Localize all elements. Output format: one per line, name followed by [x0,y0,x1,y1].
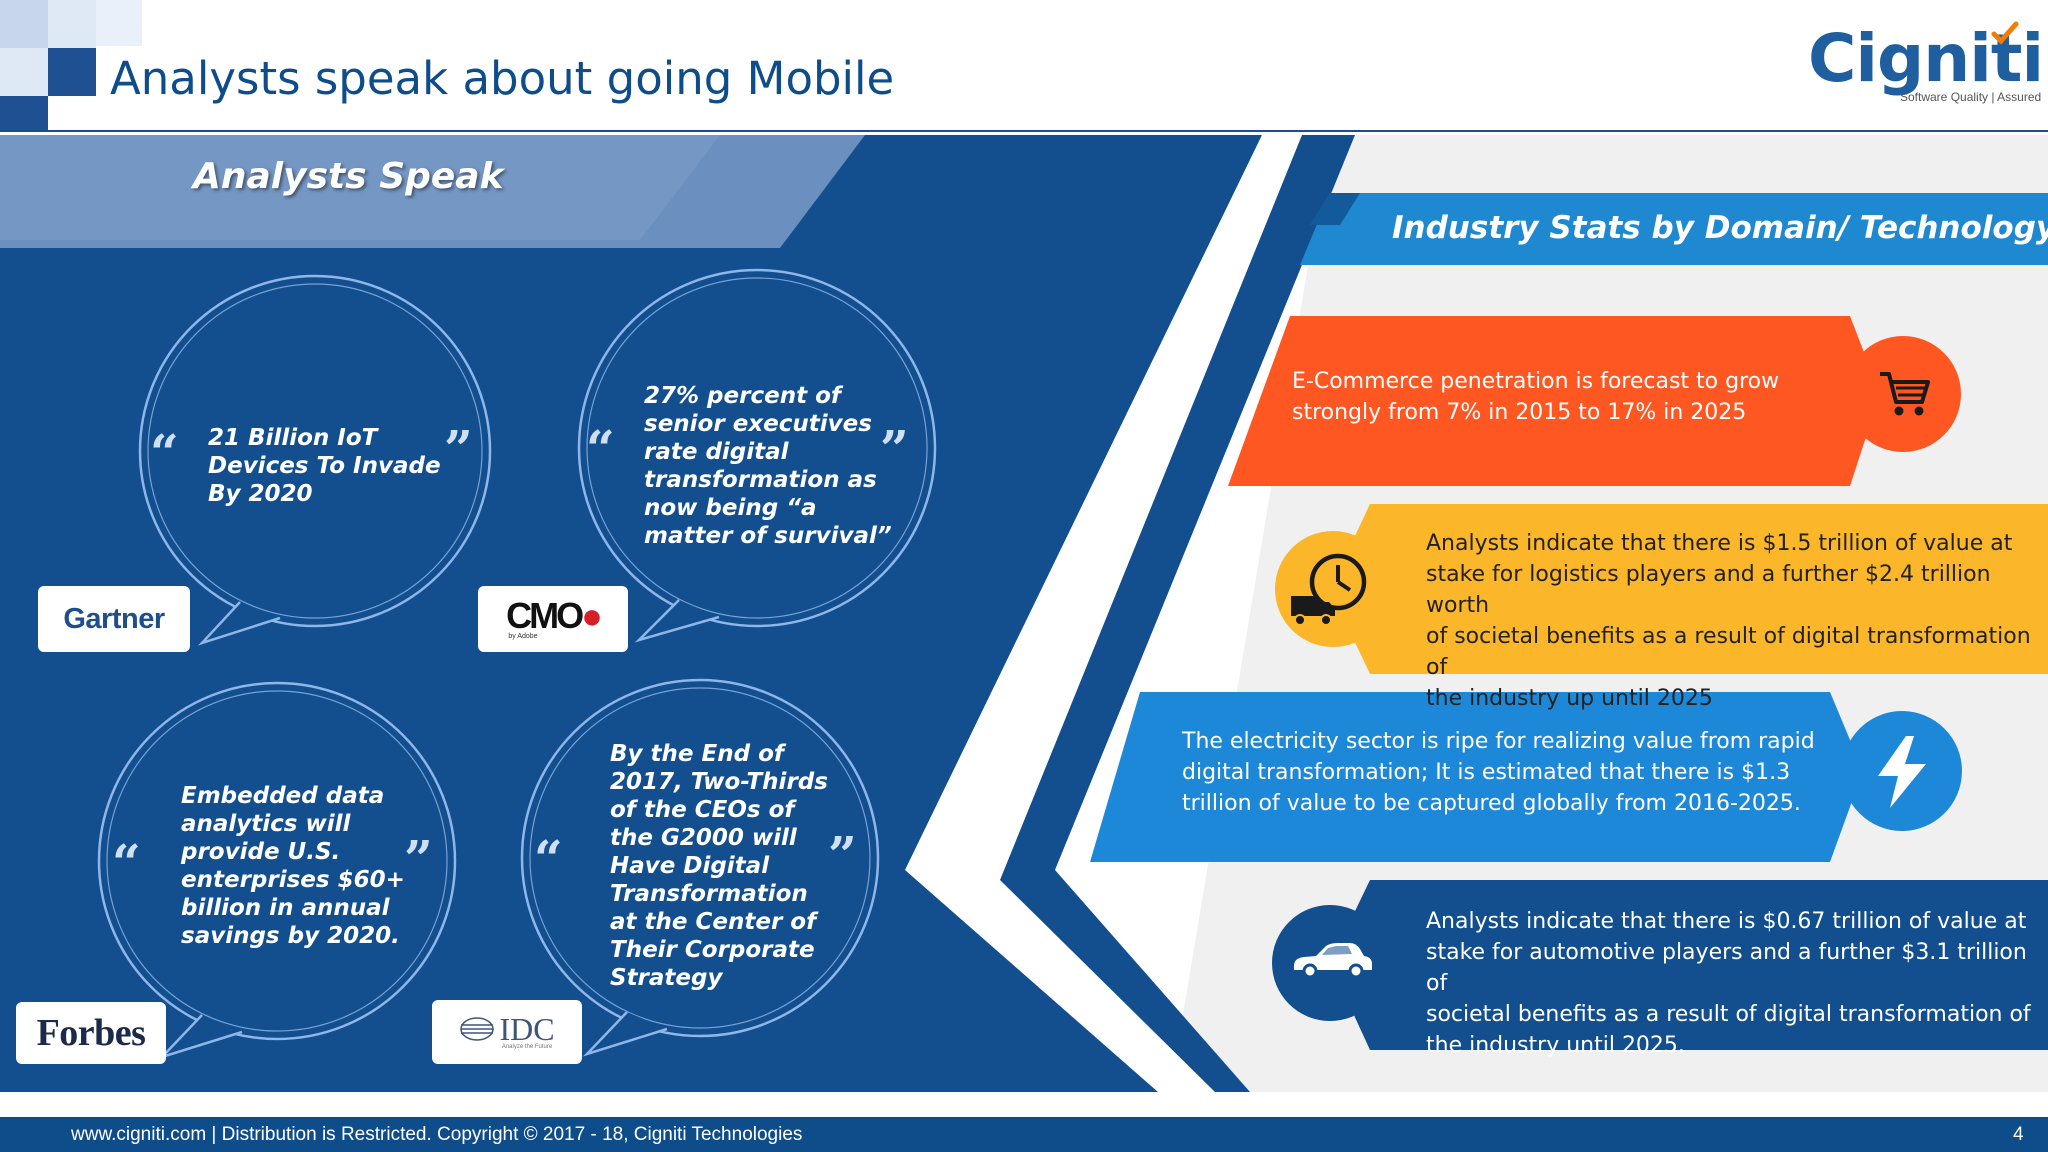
forbes-logo: Forbes [16,1002,166,1064]
cmo-logo-subtext: by Adobe [508,632,538,640]
shopping-cart-icon [1880,372,1930,416]
cigniti-logo: Cigniti Software Quality | Assured [1800,20,2044,110]
footer-copyright: www.cigniti.com | Distribution is Restri… [71,1124,803,1145]
open-quote-mark: “ [586,419,615,478]
idc-logo-subtext: Analyze the Future [501,1044,553,1050]
cmo-logo-text: CMO● [506,594,603,636]
stat-logistics-text: Analysts indicate that there is $1.5 tri… [1426,531,2031,711]
open-quote-mark: “ [150,423,179,482]
page-title: Analysts speak about going Mobile [110,52,895,105]
quote-text-forbes: Embedded data analytics will provide U.S… [181,783,405,949]
quote-text-gartner: 21 Billion IoT Devices To Invade By 2020 [208,425,441,507]
stat-automotive-text: Analysts indicate that there is $0.67 tr… [1426,909,2031,1058]
car-icon [1294,943,1372,979]
industry-stats-heading: Industry Stats by Domain/ Technology [1392,210,2048,246]
gartner-logo-text: Gartner [63,602,165,635]
quote-text-idc: By the End of 2017, Two-Thirds of the CE… [610,741,828,991]
cmo-logo: CMO● by Adobe [478,586,628,652]
check-mark-icon [1991,21,2019,45]
close-quote-mark: ” [828,825,857,884]
speech-bubble-2 [577,268,937,643]
stat-ecommerce-text: E-Commerce penetration is forecast to gr… [1292,369,1780,425]
globe-icon [460,1017,495,1041]
idc-logo: IDC Analyze the Future [432,1000,582,1064]
speech-bubble-1 [138,274,492,646]
close-quote-mark: ” [404,829,433,888]
open-quote-mark: “ [534,829,563,888]
quote-text-cmo: 27% percent of senior executives rate di… [644,383,892,549]
stat-electricity-text: The electricity sector is ripe for reali… [1182,729,1815,816]
close-quote-mark: ” [880,419,909,478]
close-quote-mark: ” [444,419,473,478]
gartner-logo: Gartner [38,586,190,652]
page-number: 4 [2013,1124,2024,1145]
logo-wordmark: Cigniti [1808,20,2044,97]
speech-bubble-3 [97,681,457,1060]
logo-tagline: Software Quality | Assured [1900,90,2042,104]
footer-bar: www.cigniti.com | Distribution is Restri… [0,1117,2048,1152]
analysts-speak-heading: Analysts Speak [193,156,504,197]
speech-bubble-4 [520,678,880,1057]
forbes-logo-text: Forbes [36,1012,146,1054]
lightning-bolt-icon [1878,736,1926,808]
delivery-truck-clock-icon [1291,553,1367,626]
idc-logo-text: IDC [499,1011,555,1047]
header-divider [0,130,2048,132]
open-quote-mark: “ [112,833,141,892]
